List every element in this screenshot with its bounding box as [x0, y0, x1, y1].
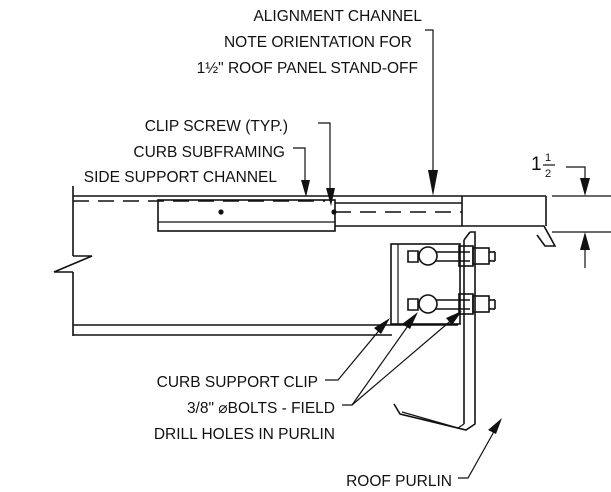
dim-leader-top: [566, 166, 586, 172]
label-side-support-channel: SIDE SUPPORT CHANNEL: [84, 169, 278, 186]
leader-arrowhead-curb-subframing: [301, 180, 310, 197]
curb-support-clip: [390, 243, 461, 325]
label-roof-purlin: ROOF PURLIN: [346, 473, 452, 490]
leader-alignment-channel: [425, 29, 434, 160]
label-curb-subframing: CURB SUBFRAMING: [133, 144, 285, 161]
leader-arrowhead-bolt-1: [402, 312, 418, 329]
label-bolts-field: 3/8" ⌀BOLTS - FIELD: [187, 400, 335, 417]
label-alignment-line2: NOTE ORIENTATION FOR: [224, 34, 412, 51]
dim-arrow-bottom: [580, 232, 590, 250]
label-alignment-line3: 1½" ROOF PANEL STAND-OFF: [197, 60, 418, 77]
leader-curb-subframing: [293, 147, 306, 184]
leader-arrowhead-alignment: [428, 170, 438, 196]
leader-arrowhead-clip-screw: [326, 188, 335, 206]
label-drill-holes: DRILL HOLES IN PURLIN: [154, 426, 335, 443]
leader-curb-support-clip: [325, 326, 383, 381]
panel-flashing-lip: [462, 225, 557, 247]
leader-bolt-2: [351, 317, 455, 406]
roof-purlin-web: [393, 231, 476, 431]
leader-arrowhead-curb-support-clip: [374, 318, 390, 334]
dim-standoff-denominator: 2: [545, 168, 551, 180]
clip-screw-head: [331, 209, 337, 215]
bolt-upper: [407, 245, 496, 267]
bolt-lower: [407, 293, 496, 315]
dim-standoff-numerator: 1: [545, 152, 551, 164]
break-symbol: [53, 255, 93, 273]
dim-arrow-top: [580, 178, 590, 196]
clip-screw-hole: [218, 209, 224, 215]
leader-clip-screw: [318, 122, 331, 194]
label-clip-screw: CLIP SCREW (TYP.): [145, 118, 288, 135]
dim-standoff-whole: 1: [531, 154, 542, 175]
leader-arrowhead-bolt-2: [446, 311, 462, 325]
label-alignment-line1: ALIGNMENT CHANNEL: [253, 8, 422, 25]
leader-arrowhead-roof-purlin: [488, 418, 502, 434]
leader-roof-purlin: [458, 427, 497, 479]
curb-subframing-channel: [157, 199, 336, 232]
label-curb-support-clip: CURB SUPPORT CLIP: [157, 374, 318, 391]
